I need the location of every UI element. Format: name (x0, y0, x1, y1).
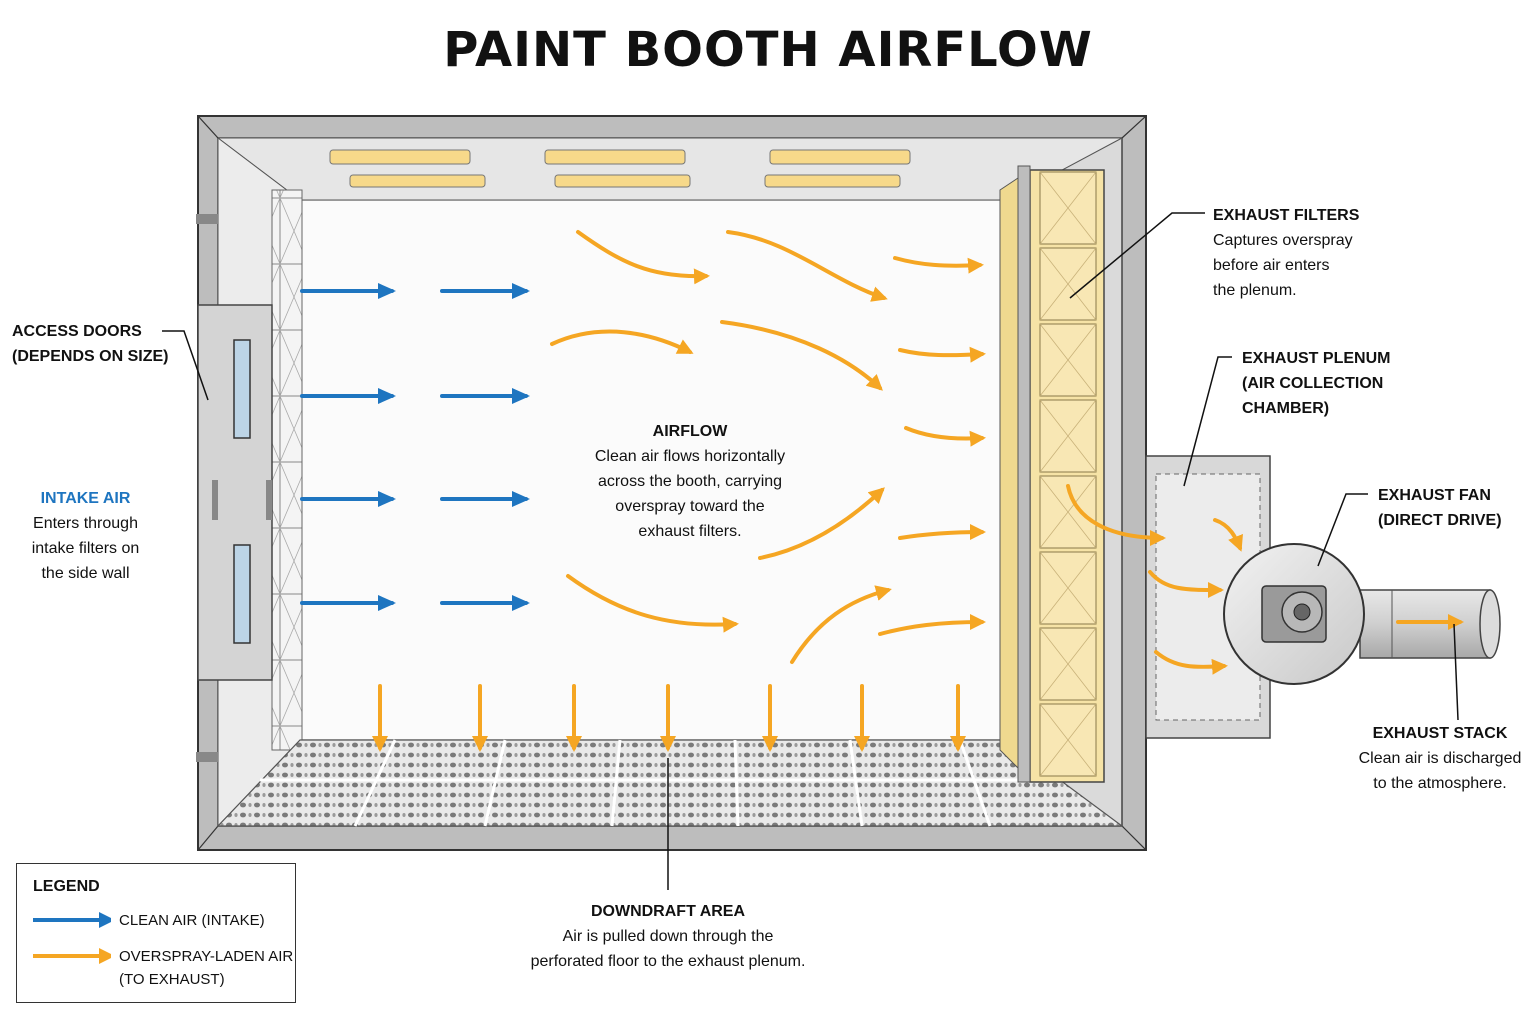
exhaust-plenum-line1: EXHAUST PLENUM (1242, 350, 1391, 367)
label-exhaust-filters: EXHAUST FILTERS Captures overspray befor… (1213, 203, 1359, 303)
exhaust-stack-heading: EXHAUST STACK (1372, 725, 1508, 742)
filter-cell-pleat (1039, 399, 1097, 473)
overspray-air-arrow (878, 614, 986, 636)
overspray-air-arrow (1154, 650, 1228, 675)
exhaust-stack-line2: to the atmosphere. (1373, 775, 1507, 792)
exhaust-filter-wall (999, 165, 1105, 783)
legend-clean-air-label: CLEAN AIR (INTAKE) (119, 912, 265, 929)
exhaust-filters-line1: Captures overspray (1213, 232, 1353, 249)
label-exhaust-plenum: EXHAUST PLENUM (AIR COLLECTION CHAMBER) (1242, 346, 1390, 421)
label-downdraft-area: DOWNDRAFT AREA Air is pulled down throug… (508, 899, 828, 974)
exhaust-stack-line1: Clean air is discharged (1358, 750, 1522, 767)
exhaust-filters-line2: before air enters (1213, 257, 1330, 274)
intake-filter-panels (271, 189, 303, 751)
leader-lines (162, 212, 1459, 890)
legend-blue-arrow-icon (33, 912, 111, 928)
legend-title: LEGEND (33, 878, 100, 895)
downdraft-line1: Air is pulled down through the (562, 928, 774, 945)
overspray-air-arrow (726, 230, 888, 302)
exhaust-plenum-line3: CHAMBER) (1242, 400, 1330, 417)
overspray-air-arrow (904, 426, 986, 447)
downdraft-heading: DOWNDRAFT AREA (590, 903, 746, 920)
intake-air-line2: intake filters on (31, 540, 140, 557)
filter-cell-pleat (1039, 323, 1097, 397)
access-doors (196, 214, 273, 762)
overspray-air-arrow (566, 574, 739, 633)
intake-air-line1: Enters through (33, 515, 138, 532)
airflow-line4: exhaust filters. (638, 523, 742, 540)
label-exhaust-fan: EXHAUST FAN (DIRECT DRIVE) (1378, 483, 1502, 533)
label-intake-air: INTAKE AIR Enters through intake filters… (18, 486, 153, 586)
overspray-air-arrow (550, 329, 694, 354)
overspray-air-arrow (758, 487, 885, 560)
overspray-air-arrow (720, 320, 883, 391)
overspray-air-arrow (790, 585, 892, 664)
filter-cell-pleat (1039, 247, 1097, 321)
legend-orange-arrow-icon (33, 948, 111, 964)
exhaust-filter-cells (1039, 171, 1097, 777)
overspray-air-arrow (893, 256, 984, 274)
overspray-air-arrow (898, 346, 986, 363)
airflow-line3: overspray toward the (615, 498, 765, 515)
exhaust-filters-line3: the plenum. (1213, 282, 1297, 299)
ceiling-lights (329, 149, 911, 188)
page-title: PAINT BOOTH AIRFLOW (443, 22, 1093, 78)
airflow-heading: AIRFLOW (652, 423, 728, 440)
legend-overspray-label: OVERSPRAY-LADEN AIR (TO EXHAUST) (119, 945, 293, 991)
label-airflow: AIRFLOW Clean air flows horizontally acr… (572, 419, 808, 544)
exhaust-filters-heading: EXHAUST FILTERS (1213, 207, 1360, 224)
filter-cell-pleat (1039, 703, 1097, 777)
airflow-line2: across the booth, carrying (597, 473, 783, 490)
overspray-air-arrow (1148, 570, 1224, 598)
exhaust-plenum-line2: (AIR COLLECTION (1242, 375, 1384, 392)
exhaust-fan-line2: (DIRECT DRIVE) (1378, 512, 1502, 529)
overspray-air-arrow (576, 230, 710, 285)
overspray-air-arrow (898, 524, 986, 541)
downdraft-line2: perforated floor to the exhaust plenum. (530, 953, 806, 970)
exhaust-fan (1223, 543, 1365, 685)
overspray-air-arrow (1213, 518, 1243, 552)
clean-air-arrows (300, 283, 530, 611)
perforated-floor (216, 739, 1124, 827)
intake-air-heading: INTAKE AIR (40, 490, 131, 507)
legend-overspray-line1: OVERSPRAY-LADEN AIR (119, 948, 294, 965)
filter-cell-pleat (1039, 627, 1097, 701)
access-doors-line1: ACCESS DOORS (12, 323, 142, 340)
legend-overspray-line2: (TO EXHAUST) (119, 971, 225, 988)
access-doors-line2: (DEPENDS ON SIZE) (12, 348, 169, 365)
exhaust-fan-line1: EXHAUST FAN (1378, 487, 1491, 504)
airflow-line1: Clean air flows horizontally (594, 448, 786, 465)
filter-cell-pleat (1039, 475, 1097, 549)
filter-cell-pleat (1039, 171, 1097, 245)
overspray-air-arrow (1066, 484, 1166, 546)
legend: LEGEND CLEAN AIR (INTAKE) OVERSPRAY-LADE… (16, 863, 296, 1003)
intake-air-line3: the side wall (41, 565, 130, 582)
label-access-doors: ACCESS DOORS (DEPENDS ON SIZE) (12, 319, 168, 369)
overspray-air-arrows (372, 230, 1464, 752)
filter-cell-pleat (1039, 551, 1097, 625)
label-exhaust-stack: EXHAUST STACK Clean air is discharged to… (1350, 721, 1530, 796)
